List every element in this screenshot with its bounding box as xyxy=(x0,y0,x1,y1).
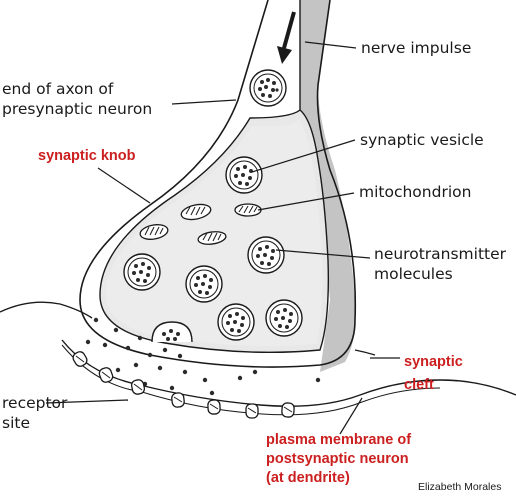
presynaptic-membrane-left xyxy=(0,301,93,319)
vesicle-knob-lower-right xyxy=(265,299,303,337)
label-plasma-membrane-line3: (at dendrite) xyxy=(266,470,350,486)
vesicle-fusing xyxy=(151,321,193,343)
vesicle-knob-center xyxy=(185,265,223,303)
vesicle-knob-bottom xyxy=(217,303,255,341)
mitochondrion-3 xyxy=(139,224,169,240)
neurotransmitter-molecules-cleft xyxy=(85,317,321,396)
label-end-of-axon-line1: end of axon of xyxy=(2,80,114,98)
axon-outline xyxy=(79,0,357,368)
label-neurotransmitter-molecules: neurotransmitter molecules xyxy=(374,244,506,284)
vesicle-axon xyxy=(249,69,287,107)
label-synaptic-cleft-line1: synaptic xyxy=(404,354,463,370)
postsynaptic-membrane-lower xyxy=(61,344,441,416)
label-receptor-site-line2: site xyxy=(2,414,30,432)
nerve-impulse-arrow xyxy=(277,11,296,64)
label-synaptic-vesicle: synaptic vesicle xyxy=(360,131,484,149)
label-plasma-membrane-line2: postsynaptic neuron xyxy=(266,451,409,467)
receptor-site-details xyxy=(75,355,293,414)
label-receptor-site: receptor site xyxy=(2,393,67,433)
label-synaptic-knob: synaptic knob xyxy=(38,148,136,164)
label-plasma-membrane: plasma membrane of postsynaptic neuron (… xyxy=(266,431,411,488)
label-synaptic-cleft-line2: cleft xyxy=(404,377,434,393)
label-receptor-site-line1: receptor xyxy=(2,394,68,412)
label-nerve-impulse: nerve impulse xyxy=(361,39,472,57)
label-synaptic-cleft: synaptic cleft xyxy=(404,353,463,395)
vesicle-knob-top xyxy=(225,156,263,194)
author-credit: Elizabeth Morales xyxy=(418,481,502,493)
vesicle-knob-right xyxy=(247,236,285,274)
leader-lines xyxy=(45,41,400,435)
label-neurotransmitter-line2: molecules xyxy=(374,265,453,283)
label-mitochondrion: mitochondrion xyxy=(359,183,472,201)
label-plasma-membrane-line1: plasma membrane of xyxy=(266,432,412,448)
mitochondrion-2 xyxy=(234,203,262,217)
vesicle-knob-left xyxy=(123,253,161,291)
mitochondrion-4 xyxy=(197,231,227,245)
mitochondrion-1 xyxy=(180,203,212,221)
label-neurotransmitter-line1: neurotransmitter xyxy=(374,245,507,263)
label-end-of-axon-line2: presynaptic neuron xyxy=(2,100,153,118)
label-end-of-axon: end of axon of presynaptic neuron xyxy=(2,79,152,119)
presynaptic-membrane-right xyxy=(354,349,376,356)
axon-shading xyxy=(262,0,356,372)
